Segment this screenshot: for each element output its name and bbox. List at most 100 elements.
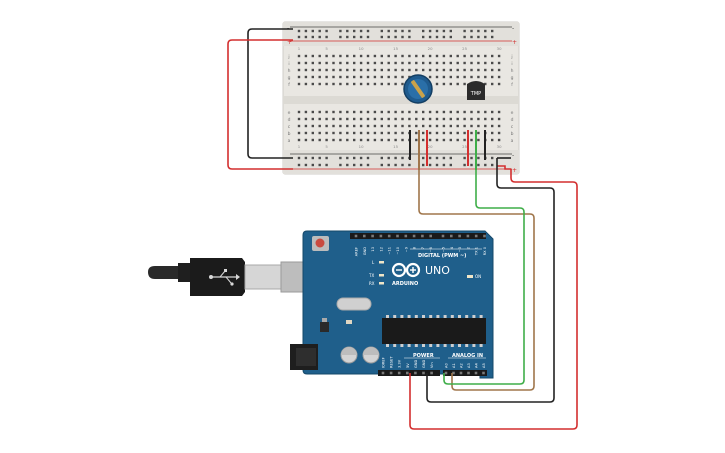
temperature-sensor[interactable]: TMP: [467, 81, 485, 100]
column-number: 1: [298, 46, 301, 51]
led-rx-label: RX: [369, 281, 375, 286]
temp-sensor-body: [467, 84, 485, 100]
column-number: 30: [497, 46, 502, 51]
row-letter: e: [288, 111, 291, 116]
analog-pin-label: A3: [467, 363, 471, 368]
potentiometer-slot: [411, 80, 425, 98]
analog-pin-label: A2: [460, 363, 464, 368]
green-wire-a0[interactable]: [443, 170, 525, 385]
power-pin-label: GND: [422, 360, 426, 368]
digital-header: [350, 233, 486, 239]
arduino-infinity-logo-icon: [391, 262, 421, 278]
usb-b-jack: [280, 261, 306, 293]
breadboard-jumpers: [409, 130, 486, 170]
digital-pin-label: GND: [363, 247, 367, 255]
rail-plus-label-tr: +: [512, 39, 517, 46]
digital-pin-label: RX 0: [483, 246, 487, 255]
column-number: 20: [428, 144, 433, 149]
analog-pin-label: A0: [445, 363, 449, 368]
row-letter: i: [288, 61, 289, 67]
power-pin-label: RESET: [390, 356, 394, 368]
digital-pin-label: 7: [421, 247, 425, 249]
reset-button[interactable]: [315, 238, 325, 248]
left-red-rail-wire[interactable]: [227, 39, 293, 170]
power-pin-label: Vin: [430, 362, 434, 368]
power-pin-label: IOREF: [382, 357, 386, 368]
led-on: [467, 275, 473, 278]
power-header-pins: [381, 371, 485, 375]
digital-pin-label: 4: [450, 246, 454, 249]
atmega-chip: [382, 318, 486, 344]
crystal-oscillator: [336, 297, 372, 311]
row-letter: f: [288, 82, 290, 88]
breadboard-terminal-holes: [297, 54, 501, 142]
digital-label: DIGITAL (PWM ~): [418, 253, 466, 259]
row-letter: a: [288, 139, 291, 144]
board-model-label: UNO: [425, 264, 450, 277]
breadboard-center-channel: [283, 96, 519, 104]
row-letter: d: [511, 117, 514, 123]
digital-pin-label: ~11: [388, 247, 392, 255]
row-letter: a: [511, 139, 514, 144]
right-red-rail-wire[interactable]: [497, 165, 511, 170]
column-number: 30: [497, 144, 502, 149]
power-pin-label: 5V: [406, 363, 410, 368]
usb-b-connector: [244, 264, 282, 290]
digital-pin-label: 12: [379, 247, 383, 252]
rail-minus-label-tr: -: [512, 25, 514, 32]
digital-pin-label: ~10: [396, 246, 400, 254]
rail-plus-label-tl: +: [287, 39, 292, 46]
led-tx-label: TX: [368, 273, 374, 278]
atmega-chip-pins: [386, 315, 483, 347]
usb-cable[interactable]: [148, 258, 306, 296]
analog-label: ANALOG IN: [452, 353, 483, 359]
rail-minus-label-br: -: [512, 152, 514, 159]
potentiometer[interactable]: [403, 74, 433, 104]
row-letter: h: [511, 68, 514, 74]
digital-pin-label: AREF: [355, 247, 359, 256]
row-letter: d: [288, 117, 291, 123]
row-letter: e: [511, 111, 514, 116]
row-letter: b: [511, 131, 514, 137]
digital-pin-label: 8: [413, 246, 417, 249]
smd-component: [346, 320, 352, 324]
column-number: 15: [393, 144, 398, 149]
row-letter: f: [511, 82, 513, 88]
black-wire-gnd[interactable]: [426, 158, 555, 403]
column-number: 5: [325, 46, 328, 51]
row-letter: i: [511, 61, 512, 67]
voltage-regulator: [320, 322, 329, 332]
digital-pin-label: ~3: [458, 247, 462, 252]
digital-pin-label: TX 1: [475, 247, 479, 256]
led-l-label: L: [372, 260, 375, 265]
capacitor-2-top: [363, 347, 379, 355]
row-letter: c: [288, 125, 291, 130]
row-letter: b: [288, 131, 291, 137]
digital-pin-label: 2: [466, 247, 470, 249]
arduino-wires: [409, 158, 578, 430]
breadboard-top-rail: [283, 22, 519, 46]
brown-wire-a1[interactable]: [418, 170, 535, 391]
power-pin-label: 3.3V: [398, 359, 402, 368]
analog-pin-label: A1: [452, 363, 456, 368]
analog-pin-label: A5: [482, 363, 486, 368]
temp-sensor-top: [467, 81, 485, 84]
rail-wires: [227, 28, 511, 170]
left-black-rail-wire[interactable]: [247, 28, 293, 159]
capacitor-1-top: [341, 347, 357, 355]
power-pin-label: GND: [414, 360, 418, 368]
top-rail-holes: [297, 29, 494, 39]
usb-cable-neck: [178, 263, 192, 282]
power-header: [378, 370, 440, 376]
column-number: 20: [428, 46, 433, 51]
power-pin-labels: IOREF RESET 3.3V 5V GND GND Vin: [382, 356, 435, 368]
digital-pin-label: ~9: [404, 246, 408, 252]
red-wire-5v[interactable]: [409, 169, 578, 430]
